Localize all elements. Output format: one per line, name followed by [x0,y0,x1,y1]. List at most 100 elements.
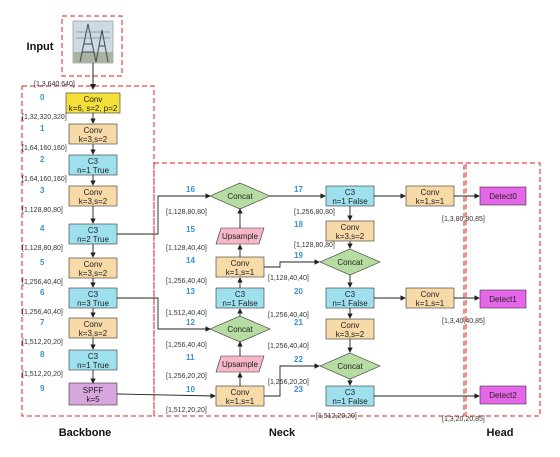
sppf-to-conv10 [117,394,215,396]
neck-node-13-params: n=1 False [222,299,258,308]
neck-shape-11: [1,256,20,20] [166,373,207,380]
backbone-node-0-params: k=6, s=2, p=2 [69,104,118,113]
backbone-shape-0: [1,32,320,320] [22,114,67,121]
backbone-shape-8: [1,512,20,20] [22,371,63,378]
neck-concat-16-label: Concat [227,192,253,201]
neck-node-10-params: k=1,s=1 [226,397,255,406]
input-shape-label: [1,3,640,640] [34,81,75,88]
neck-node-14-params: k=1,s=1 [226,268,255,277]
backbone-node-6-title: C3 [88,290,99,299]
head-shape-0: [1,3,80,80,85] [442,216,485,223]
backbone-node-0-title: Conv [84,95,103,104]
neck-shape-19: [1,128,40,40] [268,275,309,282]
svg-text:Detect2: Detect2 [489,391,517,400]
backbone-node-5-params: k=3,s=2 [79,269,108,278]
backbone-node-4-title: C3 [88,226,99,235]
neck-index-21: 21 [294,318,303,327]
neck-index-13: 13 [186,287,195,296]
neck-upsample-11: Upsample [216,356,264,372]
backbone-index-1: 1 [40,124,45,133]
backbone-index-3: 3 [40,186,45,195]
head-conv-0-params: k=1,s=1 [416,197,445,206]
backbone-node-3-title: Conv [84,188,103,197]
backbone-node-2: C3n=1 True [69,155,117,175]
head-shape-1: [1,3,40,40,85] [442,318,485,325]
neck-upsample-15: Upsample [216,228,264,244]
head-conv-0: Convk=1,s=1 [406,186,454,206]
neck-concat-22: Concat [320,353,380,379]
backbone-index-6: 6 [40,288,45,297]
head-section-label: Head [487,427,514,439]
neck-index-20: 20 [294,287,303,296]
neck-index-16: 16 [186,185,195,194]
neck-node-18-title: Conv [341,223,360,232]
backbone-node-1: Convk=3,s=2 [69,124,117,144]
backbone-node-2-title: C3 [88,157,99,166]
backbone-node-7-params: k=3,s=2 [79,329,108,338]
neck-index-22: 22 [294,355,303,364]
neck-shape-12: [1,256,40,40] [166,342,207,349]
backbone-shape-6: [1,256,40,40] [22,309,63,316]
neck-index-14: 14 [186,256,195,265]
neck-concat-12-label: Concat [227,325,253,334]
svg-text:Detect1: Detect1 [489,295,517,304]
head-conv-1-params: k=1,s=1 [416,299,445,308]
head-conv-0-title: Conv [421,188,440,197]
backbone-node-8-title: C3 [88,352,99,361]
backbone-index-4: 4 [40,224,45,233]
backbone-node-8: C3n=1 True [69,350,117,370]
neck-shape-15: [1,128,40,40] [166,245,207,252]
neck-node-21-title: Conv [341,321,360,330]
neck-node-13-title: C3 [235,290,246,299]
neck-index-19: 19 [294,251,303,260]
neck-node-18-params: k=3,s=2 [336,232,365,241]
backbone-node-2-params: n=1 True [77,166,109,175]
backbone-index-9: 9 [40,384,45,393]
neck-node-10-title: Conv [231,388,250,397]
backbone-index-8: 8 [40,350,45,359]
neck-shape-21: [1,256,40,40] [268,343,309,350]
neck-upsample-15-label: Upsample [222,232,259,241]
svg-text:Detect0: Detect0 [489,192,517,201]
neck-node-20: C3n=1 False [326,288,374,308]
backbone-node-6: C3n=3 True [69,288,117,308]
neck-node-14-title: Conv [231,259,250,268]
neck-concat-12: Concat [210,316,270,342]
detect-2: Detect2 [480,386,526,404]
neck-index-10: 10 [186,385,195,394]
neck-concat-16: Concat [210,183,270,209]
input-image [73,21,113,63]
head-shape-2: [1,3,20,20,85] [442,416,485,423]
detect-1: Detect1 [480,290,526,308]
neck-shape-10: [1,512,20,20] [166,407,207,414]
neck-shape-22: [1,256,20,20] [268,379,309,386]
backbone-shape-5: [1,256,40,40] [22,279,63,286]
neck-node-21-params: k=3,s=2 [336,330,365,339]
neck-shape-23: [1,512,20,20] [316,413,357,420]
neck-node-23: C3n=1 False [326,386,374,406]
backbone-shape-7: [1,512,20,20] [22,339,63,346]
neck-upsample-11-label: Upsample [222,360,259,369]
neck-index-17: 17 [294,185,303,194]
neck-node-17: C3n=1 False [326,186,374,206]
neck-node-20-params: n=1 False [332,299,368,308]
backbone-index-0: 0 [40,93,45,102]
input-section-label: Input [27,41,54,53]
neck-node-23-title: C3 [345,388,356,397]
neck-node-23-params: n=1 False [332,397,368,406]
backbone-node-4: C3n=2 True [69,224,117,244]
backbone-node-9-params: k=5 [86,395,100,404]
neck-concat-19-label: Concat [337,258,363,267]
neck-shape-13: [1,512,40,40] [166,310,207,317]
backbone-node-1-params: k=3,s=2 [79,135,108,144]
backbone-index-5: 5 [40,258,45,267]
backbone-node-3: Convk=3,s=2 [69,186,117,206]
neck-shape-14: [1,256,40,40] [166,278,207,285]
neck-index-18: 18 [294,220,303,229]
